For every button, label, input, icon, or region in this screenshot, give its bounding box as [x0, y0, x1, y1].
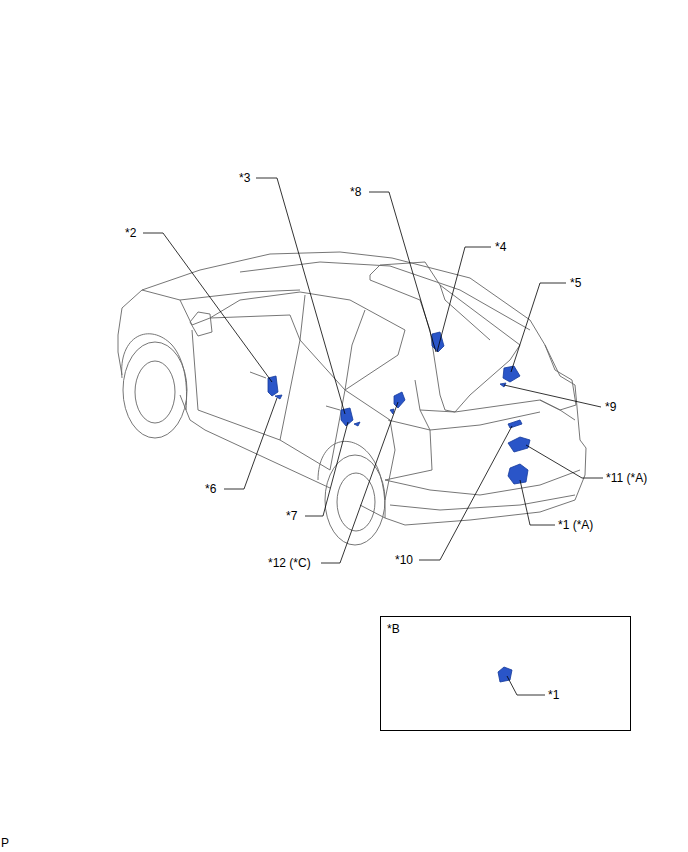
callout-number: *12 (*C)	[268, 556, 311, 570]
callout-number: *1 (*A)	[558, 518, 593, 532]
callout-number: P	[1, 836, 9, 850]
view-label: *B	[387, 622, 400, 636]
callout-number: *8	[350, 185, 361, 199]
callout-number: *10	[395, 553, 413, 567]
callout-number: *11 (*A)	[606, 471, 647, 485]
callout-number: *7	[286, 509, 297, 523]
callout-number: *5	[570, 276, 581, 290]
callout-number: *2	[125, 226, 136, 240]
callout-number: *1	[548, 688, 559, 702]
callout-number: *9	[605, 400, 616, 414]
callout-number: *3	[239, 171, 250, 185]
callout-number: *4	[495, 240, 506, 254]
inset-frame: *B *1	[380, 616, 631, 731]
callout-number: *6	[205, 482, 216, 496]
